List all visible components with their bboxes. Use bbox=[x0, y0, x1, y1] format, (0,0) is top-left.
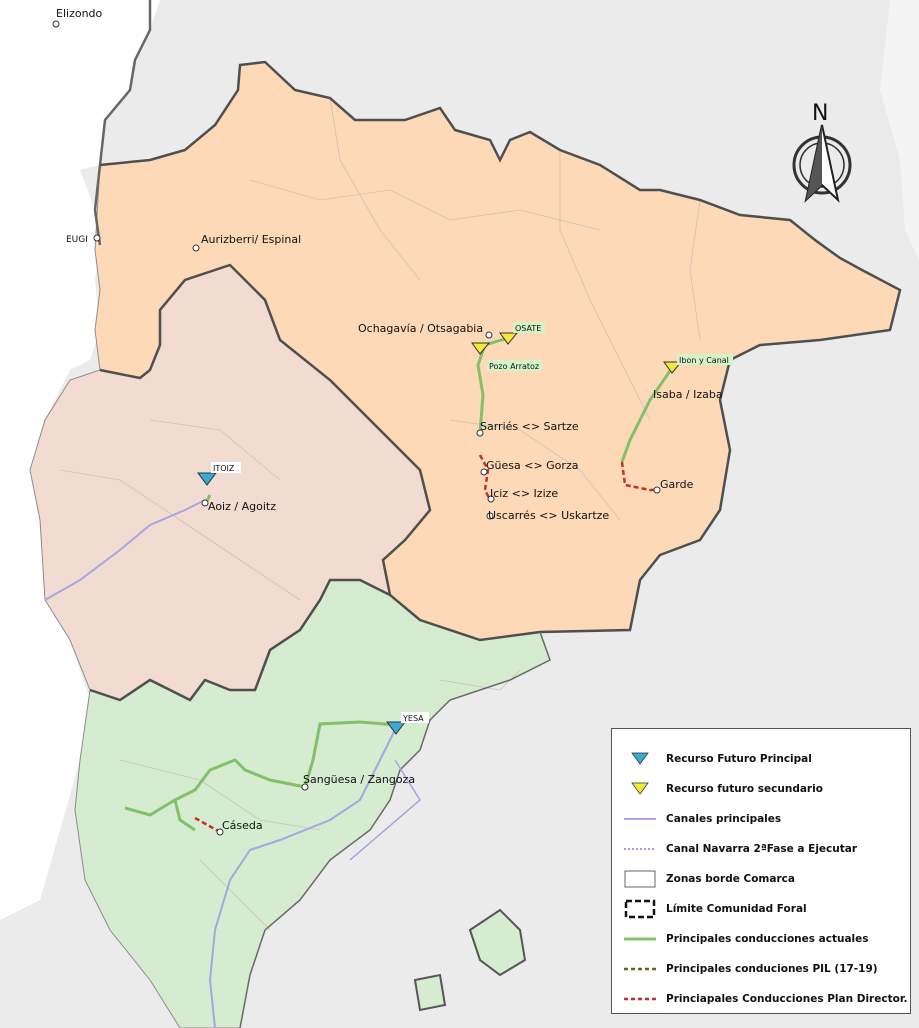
yellow-triangle-icon bbox=[622, 779, 658, 799]
label-eugi: EUGI bbox=[66, 235, 88, 245]
label-aoiz: Aoiz / Agoitz bbox=[208, 500, 276, 513]
outside-region bbox=[0, 0, 160, 920]
label-sarries: Sarriés <> Sartze bbox=[480, 420, 579, 433]
legend-label: Recurso futuro secundario bbox=[666, 783, 823, 795]
label-osate: OSATE bbox=[515, 324, 541, 333]
label-pozo: Pozo Arratoz bbox=[489, 362, 539, 371]
legend-row-pil-pipes: Principales conduciones PIL (17-19) bbox=[612, 955, 910, 983]
boundary-box-icon bbox=[622, 899, 658, 919]
municipality-lines bbox=[59, 97, 701, 931]
label-uscarres: Uscarrés <> Uskartze bbox=[488, 509, 609, 522]
pozo-label-bg bbox=[487, 360, 542, 371]
legend-label: Principales conducciones actuales bbox=[666, 933, 869, 945]
legend-label: Canal Navarra 2ªFase a Ejecutar bbox=[666, 843, 858, 855]
legend-row-secondary-resource: Recurso futuro secundario bbox=[612, 775, 910, 803]
north-arrow-icon: N bbox=[792, 101, 852, 203]
zone-south-island-2 bbox=[413, 973, 447, 1012]
current-pipelines bbox=[124, 336, 674, 832]
legend-label: Zonas borde Comarca bbox=[666, 873, 795, 885]
svg-text:N: N bbox=[812, 101, 828, 126]
canal-yesa-branch bbox=[349, 759, 421, 861]
legend-row-canal-navarra: Canal Navarra 2ªFase a Ejecutar bbox=[612, 835, 910, 863]
ochagavia-resource-icon bbox=[471, 342, 491, 355]
label-isaba: Isaba / Izaba bbox=[653, 388, 723, 401]
osate-label-bg bbox=[513, 322, 545, 333]
legend-row-current-pipes: Principales conducciones actuales bbox=[612, 925, 910, 953]
legend-label: Principales conduciones PIL (17-19) bbox=[666, 963, 878, 975]
label-ochagavia: Ochagavía / Otsagabia bbox=[358, 322, 483, 335]
itoiz-label-bg bbox=[211, 462, 241, 473]
legend-row-canals: Canales principales bbox=[612, 805, 910, 833]
legend-row-plan-pipes: Princiapales Conducciones Plan Director. bbox=[612, 985, 910, 1013]
label-garde: Garde bbox=[660, 478, 694, 491]
outside-region-right bbox=[880, 0, 919, 260]
legend-row-main-resource: Recurso Futuro Principal bbox=[612, 745, 910, 773]
label-ibon: Ibon y Canal bbox=[679, 356, 729, 365]
itoiz-resource-icon bbox=[197, 472, 217, 486]
zone-box-icon bbox=[622, 869, 658, 889]
label-itoiz: ITOIZ bbox=[213, 464, 235, 473]
zone-south-island-1 bbox=[468, 908, 527, 977]
label-caseda: Cáseda bbox=[222, 819, 263, 832]
zone-border-thick bbox=[99, 60, 902, 642]
town-dots bbox=[52, 20, 661, 836]
legend-label: Princiapales Conducciones Plan Director. bbox=[666, 993, 908, 1005]
zone-border-west-south bbox=[89, 578, 391, 702]
legend-label: Canales principales bbox=[666, 813, 782, 825]
label-guesa: Güesa <> Gorza bbox=[486, 459, 578, 472]
blue-triangle-icon bbox=[622, 749, 658, 769]
canal-yesa bbox=[208, 729, 396, 1028]
legend-row-zones: Zonas borde Comarca bbox=[612, 865, 910, 893]
legend-row-boundary: Límite Comunidad Foral bbox=[612, 895, 910, 923]
dotted-canal-icon bbox=[622, 839, 658, 859]
label-sanguesa: Sangüesa / Zangoza bbox=[303, 773, 415, 786]
olive-dashed-icon bbox=[622, 959, 658, 979]
yesa-resource-icon bbox=[386, 721, 406, 735]
ibon-resource-icon bbox=[663, 361, 683, 374]
ibon-label-bg bbox=[677, 354, 733, 365]
yesa-label-bg bbox=[401, 712, 429, 723]
label-elizondo: Elizondo bbox=[56, 7, 103, 20]
zone-border-south-east bbox=[239, 631, 551, 1028]
label-aurizberri: Aurizberri/ Espinal bbox=[201, 233, 301, 246]
legend: Recurso Futuro Principal Recurso futuro … bbox=[611, 728, 911, 1014]
canal-line-icon bbox=[622, 809, 658, 829]
osate-resource-icon bbox=[499, 332, 519, 345]
canal-itoiz bbox=[44, 499, 206, 601]
legend-label: Recurso Futuro Principal bbox=[666, 753, 812, 765]
red-dashed-icon bbox=[622, 989, 658, 1009]
legend-label: Límite Comunidad Foral bbox=[666, 903, 807, 915]
label-yesa: YESA bbox=[402, 714, 424, 723]
comunidad-foral-boundary bbox=[93, 0, 152, 246]
green-line-icon bbox=[622, 929, 658, 949]
label-iciz: Iciz <> Izize bbox=[490, 487, 558, 500]
